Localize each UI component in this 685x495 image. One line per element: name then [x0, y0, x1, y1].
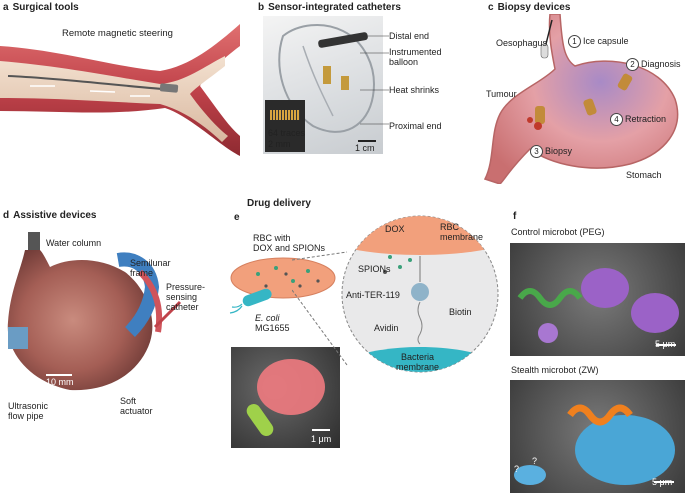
scale-bar-f-top [656, 344, 676, 346]
label-remote-magnetic-steering: Remote magnetic steering [62, 28, 173, 39]
scale-bar-f-bottom [654, 481, 674, 483]
label-control-microbot: Control microbot (PEG) [511, 227, 605, 237]
scale-bar-d [46, 374, 72, 376]
label-diagnosis: Diagnosis [641, 59, 681, 69]
label-scale-10mm: 10 mm [46, 377, 74, 387]
label-semilunar-frame: Semilunar frame [130, 258, 171, 278]
scale-bar-e [312, 429, 330, 431]
label-instrumented-balloon: Instrumented balloon [389, 47, 442, 67]
sem-drawing-stealth [514, 404, 675, 485]
label-distal-end: Distal end [389, 31, 430, 41]
label-bacteria-membrane: Bacteria membrane [396, 352, 440, 372]
panel-f-letter: f [513, 211, 517, 222]
panel-e-heading: Drug delivery [247, 198, 311, 209]
heart-phantom-drawing [278, 24, 375, 133]
stomach-illustration [483, 14, 679, 184]
scale-bar-b [358, 140, 376, 142]
label-biopsy: Biopsy [545, 146, 573, 156]
step-4-badge: 4 [610, 113, 623, 126]
panel-b-leader-lines [360, 35, 389, 125]
sem-drawing-e [246, 359, 325, 437]
label-question-2: ? [532, 456, 538, 466]
sem-photo-stealth [510, 380, 685, 493]
traces-pattern [270, 110, 300, 120]
label-rbc-membrane: RBC membrane [440, 222, 484, 242]
step-2-badge: 2 [626, 58, 639, 71]
sem-photo-control [510, 243, 685, 356]
label-64-traces: 64 traces [268, 128, 306, 138]
blood-vessel-illustration [0, 24, 240, 156]
heart-drawing [7, 232, 182, 391]
label-spions: SPIONs [358, 264, 391, 274]
label-pressure-catheter: Pressure- sensing catheter [166, 282, 206, 312]
sem-drawing-control [517, 268, 679, 343]
label-biotin: Biotin [449, 307, 472, 317]
label-stomach: Stomach [626, 170, 662, 180]
inset-traces-photo [265, 100, 305, 152]
label-mg1655: MG1655 [255, 323, 290, 333]
label-soft-actuator: Soft actuator [120, 396, 153, 416]
panel-e-letter: e [234, 212, 240, 223]
label-question-1: ? [514, 464, 520, 474]
rbc-bacteria-schematic [229, 257, 336, 314]
label-proximal-end: Proximal end [389, 121, 442, 131]
label-inset-scale: 2 mm [268, 139, 291, 149]
label-stealth-microbot: Stealth microbot (ZW) [511, 365, 599, 375]
step-1-badge: 1 [568, 35, 581, 48]
label-scale-5um-bottom: 5 μm [652, 477, 673, 487]
label-scale-5um-top: 5 μm [655, 339, 676, 349]
sem-photo-rbc-bacterium [231, 347, 340, 448]
label-oesophagus: Oesophagus [496, 38, 548, 48]
membrane-zoom-circle [341, 215, 499, 373]
step-3-badge: 3 [530, 145, 543, 158]
label-dox: DOX [385, 224, 405, 234]
label-heat-shrinks: Heat shrinks [389, 85, 440, 95]
label-scale-1um: 1 μm [311, 434, 332, 444]
label-rbc-with-dox: RBC with DOX and SPIONs [253, 233, 326, 253]
label-e-coli: E. coli [255, 313, 280, 323]
label-tumour: Tumour [486, 89, 517, 99]
zoom-dashed-lines [292, 251, 348, 366]
label-ice-capsule: Ice capsule [583, 36, 629, 46]
heart-photo [0, 232, 188, 392]
label-ultrasonic-flow-pipe: Ultrasonic flow pipe [8, 401, 49, 421]
label-water-column: Water column [46, 238, 102, 248]
label-retraction: Retraction [625, 114, 667, 124]
label-scale-1cm: 1 cm [355, 143, 375, 153]
label-anti-ter-119: Anti-TER-119 [346, 290, 400, 300]
label-avidin: Avidin [374, 323, 399, 333]
